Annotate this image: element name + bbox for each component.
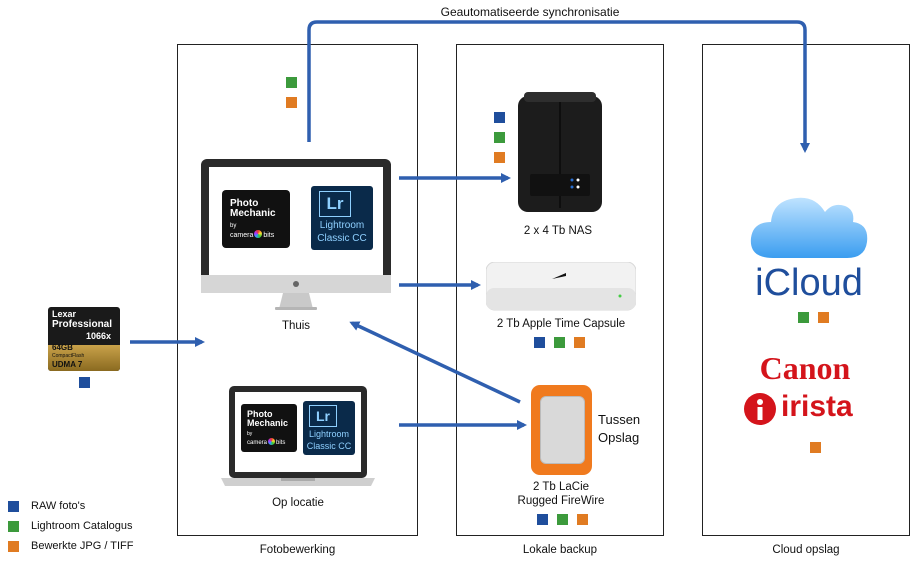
cf-card-icon: Lexar Professional 1066x 64GB CompactFla…: [48, 307, 120, 371]
tc-catalog-square: [554, 337, 565, 348]
legend-item-raw: RAW foto's: [8, 500, 85, 512]
legend-label-catalog: Lightroom Catalogus: [31, 520, 133, 532]
label-op-locatie: Op locatie: [272, 497, 324, 509]
icloud-catalog-square: [798, 312, 809, 323]
jpg-square: [286, 97, 297, 108]
canon-wordmark: Canon: [759, 350, 851, 386]
column-label-lokale-backup: Lokale backup: [522, 544, 598, 556]
time-capsule-icon: [485, 261, 637, 312]
lacie-catalog-square: [557, 514, 568, 525]
icloud-jpg-square: [818, 312, 829, 323]
label-lacie-1: 2 Tb LaCie: [532, 481, 590, 493]
column-label-cloud-opslag: Cloud opslag: [772, 544, 840, 556]
lightroom-logo: Lr Lightroom Classic CC: [311, 186, 373, 250]
lacie-jpg-square: [577, 514, 588, 525]
label-time-capsule: 2 Tb Apple Time Capsule: [496, 318, 626, 330]
nas-jpg-square: [494, 152, 505, 163]
legend-swatch-jpg: [8, 540, 19, 552]
nas-raw-square: [494, 112, 505, 123]
label-tussen-2: Opslag: [598, 430, 640, 445]
card-raw-square: [79, 377, 90, 388]
label-nas: 2 x 4 Tb NAS: [523, 225, 593, 237]
label-tussen-1: Tussen: [598, 412, 641, 427]
sync-label: Geautomatiseerde synchronisatie: [440, 5, 620, 19]
legend-label-raw: RAW foto's: [31, 500, 86, 512]
lacie-drive-icon: [531, 385, 592, 475]
legend-swatch-catalog: [8, 520, 19, 532]
icloud-wordmark: iCloud: [755, 262, 863, 304]
column-label-fotobewerking: Fotobewerking: [259, 544, 336, 556]
sync-arrow: [307, 20, 810, 153]
lacie-raw-square: [537, 514, 548, 525]
catalog-square: [286, 77, 297, 88]
icloud-cloud-icon: [749, 188, 869, 260]
legend-swatch-raw: [8, 500, 19, 512]
irista-logo-icon: [743, 392, 777, 426]
arrow-lacie-to-home: [349, 321, 521, 404]
legend-item-jpg: Bewerkte JPG / TIFF: [8, 540, 134, 552]
tc-raw-square: [534, 337, 545, 348]
nas-catalog-square: [494, 132, 505, 143]
nas-icon: [518, 92, 602, 214]
laptop-lightroom-logo: Lr Lightroom Classic CC: [303, 401, 355, 455]
label-thuis: Thuis: [281, 320, 311, 332]
irista-jpg-square: [810, 442, 821, 453]
tc-jpg-square: [574, 337, 585, 348]
legend-label-jpg: Bewerkte JPG / TIFF: [31, 540, 134, 552]
label-lacie-2: Rugged FireWire: [517, 495, 605, 507]
legend-item-catalog: Lightroom Catalogus: [8, 520, 133, 532]
irista-wordmark: irista: [781, 390, 853, 423]
